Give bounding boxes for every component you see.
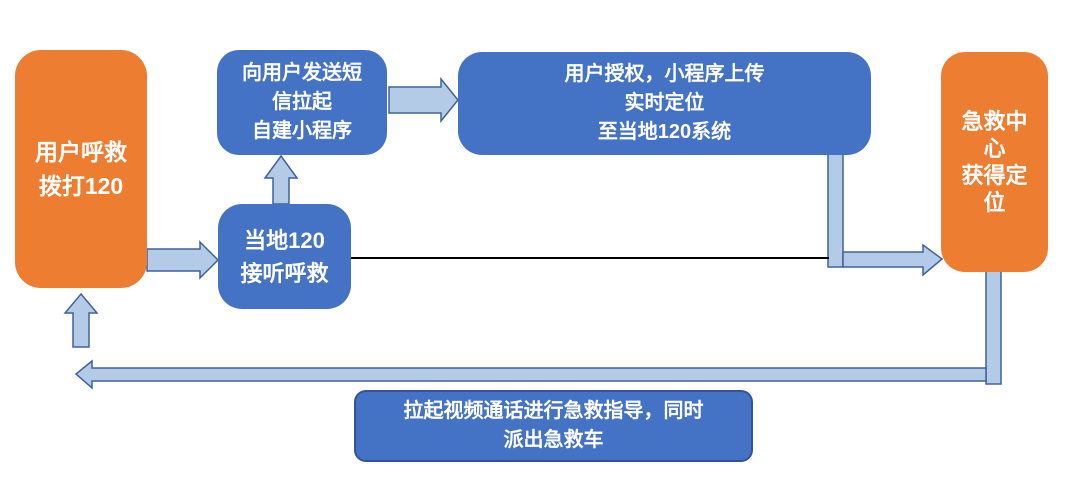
node-send-sms: 向用户发送短 信拉起 自建小程序 (217, 50, 387, 155)
node-user-call: 用户呼救 拨打120 (15, 50, 147, 288)
node-text-line: 至当地120系统 (597, 121, 732, 143)
node-text-line: 向用户发送短 (242, 62, 362, 84)
node-text-line: 用户呼救 (35, 139, 127, 165)
arrow-return-left-icon (74, 359, 987, 390)
node-local-120: 当地120 接听呼救 (218, 204, 351, 309)
node-authorize: 用户授权，小程序上传 实时定位 至当地120系统 (458, 52, 871, 155)
node-text-line: 心 (983, 136, 1006, 161)
node-text-line: 派出急救车 (503, 429, 604, 451)
node-text-line: 当地120 (244, 227, 325, 253)
node-text-line: 急救中 (961, 109, 1028, 134)
arrow-sms-to-authorize-icon (388, 76, 459, 124)
node-video-call: 拉起视频通话进行急救指导，同时 派出急救车 (354, 390, 753, 462)
node-text-line: 获得定 (961, 163, 1028, 188)
node-text-line: 自建小程序 (252, 120, 352, 142)
node-text-line: 位 (983, 190, 1006, 215)
arrow-user-to-local120-icon (146, 240, 220, 280)
node-text-line: 拉起视频通话进行急救指导，同时 (403, 400, 704, 422)
node-ems-center: 急救中 心 获得定 位 (941, 52, 1048, 272)
node-text-line: 拨打120 (38, 173, 124, 199)
connector-authorize-down (827, 153, 844, 268)
arrow-local120-to-sms-icon (263, 154, 299, 205)
node-text-line: 用户授权，小程序上传 (564, 63, 765, 85)
connector-ems-down (985, 269, 1002, 385)
node-text-line: 信拉起 (272, 91, 332, 113)
arrow-return-to-user-icon (63, 292, 99, 348)
node-text-line: 实时定位 (624, 92, 705, 114)
node-text-line: 接听呼救 (240, 260, 329, 286)
arrow-junction-to-ems-icon (842, 243, 944, 277)
